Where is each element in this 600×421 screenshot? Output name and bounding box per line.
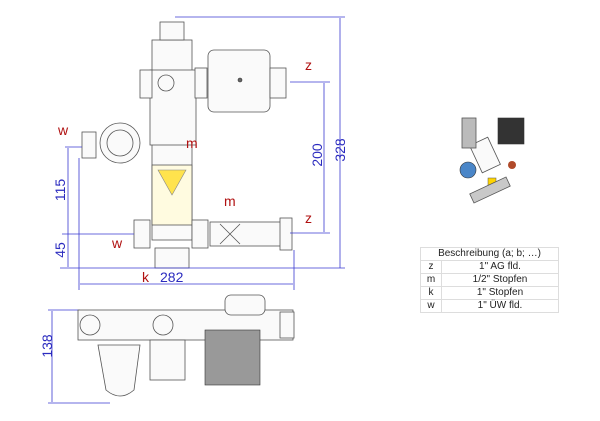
label-m-upper: m (186, 135, 198, 151)
pump-outlet-fitting (269, 67, 287, 99)
legend-value: 1/2" Stopfen (441, 273, 559, 287)
side-gauge (97, 344, 141, 397)
label-w-bottom: w (111, 235, 123, 251)
legend-header: Beschreibung (a; b; …) (420, 247, 559, 261)
dim-height-pump: 200 (309, 143, 325, 167)
pump-fitting (194, 67, 208, 99)
label-w-left: w (57, 122, 69, 138)
dimension-lines (48, 16, 345, 404)
legend-key: z (420, 260, 442, 274)
legend-value: 1" Stopfen (441, 286, 559, 300)
label-z-top: z (305, 57, 312, 73)
bottom-outlet (154, 247, 190, 269)
side-actuator (149, 339, 186, 381)
left-fitting (139, 69, 153, 99)
legend-value: 1" ÜW fld. (441, 299, 559, 313)
dim-width: 282 (160, 269, 184, 285)
warning-triangle-icon (157, 169, 187, 196)
dim-depth: 138 (39, 334, 55, 358)
label-k-bottom: k (142, 269, 150, 285)
return-outlet (279, 217, 293, 251)
valve-knob (157, 74, 175, 92)
bottom-right-fitting (191, 219, 209, 249)
side-view (77, 294, 295, 397)
front-view (81, 21, 293, 269)
product-thumbnail (459, 117, 525, 204)
label-z-bottom: z (305, 210, 312, 226)
side-outlet (279, 311, 295, 339)
dim-height-total: 328 (332, 138, 348, 162)
dim-height-bottom: 45 (52, 242, 68, 258)
pump-center (237, 77, 243, 83)
legend-key: w (420, 299, 442, 313)
legend-key: m (420, 273, 442, 287)
legend-key: k (420, 286, 442, 300)
side-pump-head (224, 294, 266, 316)
label-m-lower: m (224, 193, 236, 209)
gauge-dial (106, 129, 134, 157)
bottom-left-fitting (133, 219, 151, 249)
dim-height-left: 115 (52, 179, 68, 202)
legend-value: 1" AG fld. (441, 260, 559, 274)
left-inlet-fitting (81, 131, 97, 159)
side-pump-motor (204, 329, 261, 386)
valve-top (159, 21, 185, 41)
